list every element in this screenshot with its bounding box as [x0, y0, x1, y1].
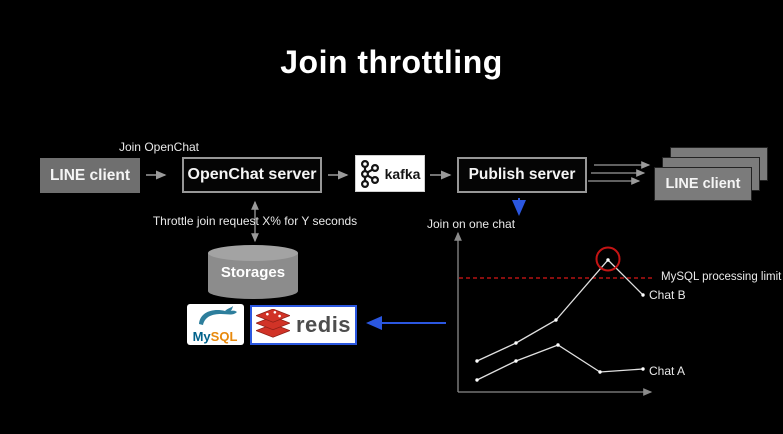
data-point — [514, 359, 518, 363]
node-publish-server: Publish server — [457, 157, 587, 193]
join-openchat-label: Join OpenChat — [118, 140, 200, 154]
join-chart — [454, 231, 653, 396]
mysql-dolphin-icon — [199, 306, 237, 325]
mysql-logo: MySQL — [187, 304, 244, 345]
data-point — [554, 318, 558, 322]
node-kafka: kafka — [355, 155, 425, 192]
mysql-wordmark: MySQL — [193, 329, 238, 344]
data-point — [514, 341, 518, 345]
kafka-label: kafka — [384, 165, 421, 182]
data-point — [641, 367, 645, 371]
page-title: Join throttling — [280, 44, 503, 80]
storages-cylinder — [208, 245, 298, 299]
chat-a-markers — [475, 343, 645, 382]
redis-stack-icon — [255, 309, 290, 338]
mysql-my-text: My — [193, 329, 212, 344]
node-line-client-right: LINE client — [654, 167, 752, 201]
data-point — [606, 258, 610, 262]
chat-b-label: Chat B — [649, 288, 686, 302]
chat-a-label: Chat A — [649, 364, 686, 378]
node-line-client-left: LINE client — [40, 158, 140, 193]
data-point — [475, 359, 479, 363]
chart-title: Join on one chat — [427, 217, 516, 231]
node-openchat-server: OpenChat server — [182, 157, 322, 193]
data-point — [598, 370, 602, 374]
mysql-sql-text: SQL — [211, 329, 238, 344]
mysql-limit-label: MySQL processing limit — [661, 271, 782, 283]
data-point — [641, 293, 645, 297]
throttle-label: Throttle join request X% for Y seconds — [152, 214, 358, 228]
data-point — [556, 343, 560, 347]
kafka-icon — [360, 159, 379, 188]
redis-label: redis — [295, 312, 352, 337]
chat-a-line — [476, 344, 644, 381]
data-point — [475, 378, 479, 382]
redis-logo: redis — [250, 305, 357, 345]
storages-label: Storages — [220, 264, 286, 281]
peak-highlight-circle — [595, 246, 621, 272]
chat-b-markers — [475, 258, 645, 363]
